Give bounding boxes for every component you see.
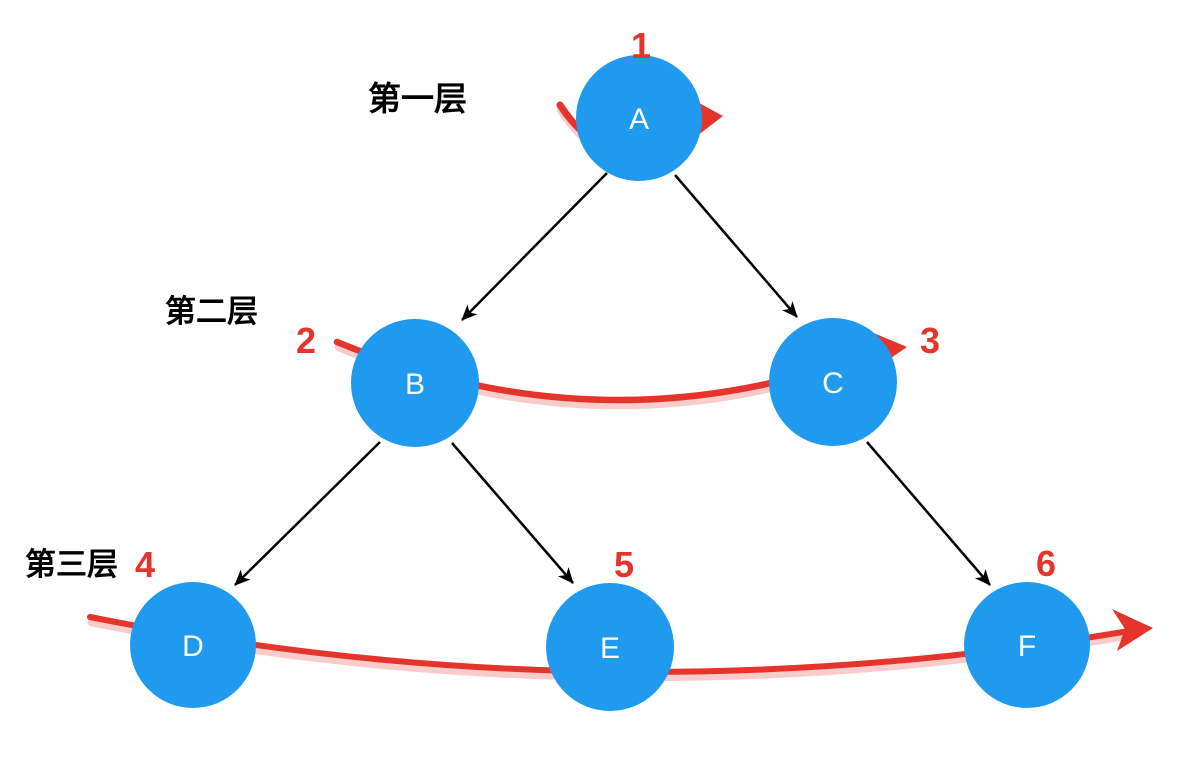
node-f-circle bbox=[964, 582, 1090, 708]
node-f-label: F bbox=[1018, 630, 1036, 663]
edge-c-to-f bbox=[866, 441, 991, 586]
node-a-label: A bbox=[629, 103, 649, 136]
node-c: C bbox=[769, 318, 897, 446]
node-b-circle bbox=[351, 319, 479, 447]
order-number-4: 4 bbox=[135, 544, 155, 585]
node-c-label: C bbox=[822, 367, 844, 400]
node-b: B bbox=[351, 319, 479, 447]
edge-a-to-c bbox=[674, 174, 798, 318]
node-d: D bbox=[130, 582, 256, 708]
node-b-label: B bbox=[405, 368, 425, 401]
node-a: A bbox=[576, 55, 702, 181]
traversal-order-numbers: 1 2 3 4 5 6 bbox=[135, 25, 1056, 585]
order-number-6: 6 bbox=[1036, 543, 1056, 584]
node-e-circle bbox=[546, 583, 674, 711]
order-number-3: 3 bbox=[920, 320, 940, 361]
node-e-label: E bbox=[600, 632, 620, 665]
order-number-1: 1 bbox=[631, 25, 651, 66]
tree-edges bbox=[234, 172, 991, 586]
layer-labels: 第一层 第二层 第三层 bbox=[25, 80, 467, 582]
edge-a-to-b bbox=[461, 172, 608, 321]
node-d-label: D bbox=[182, 630, 204, 663]
node-e: E bbox=[546, 583, 674, 711]
order-number-2: 2 bbox=[296, 320, 316, 361]
layer3-label: 第三层 bbox=[25, 547, 118, 582]
node-a-circle bbox=[576, 55, 702, 181]
edge-b-to-e bbox=[451, 442, 574, 584]
node-c-circle bbox=[769, 318, 897, 446]
node-d-circle bbox=[130, 582, 256, 708]
layer1-label: 第一层 bbox=[368, 80, 467, 117]
layer2-label: 第二层 bbox=[165, 294, 258, 329]
edge-b-to-d bbox=[234, 441, 381, 586]
order-number-5: 5 bbox=[614, 544, 634, 585]
level3-sweep-arrowhead-icon bbox=[1112, 609, 1153, 651]
node-f: F bbox=[964, 582, 1090, 708]
